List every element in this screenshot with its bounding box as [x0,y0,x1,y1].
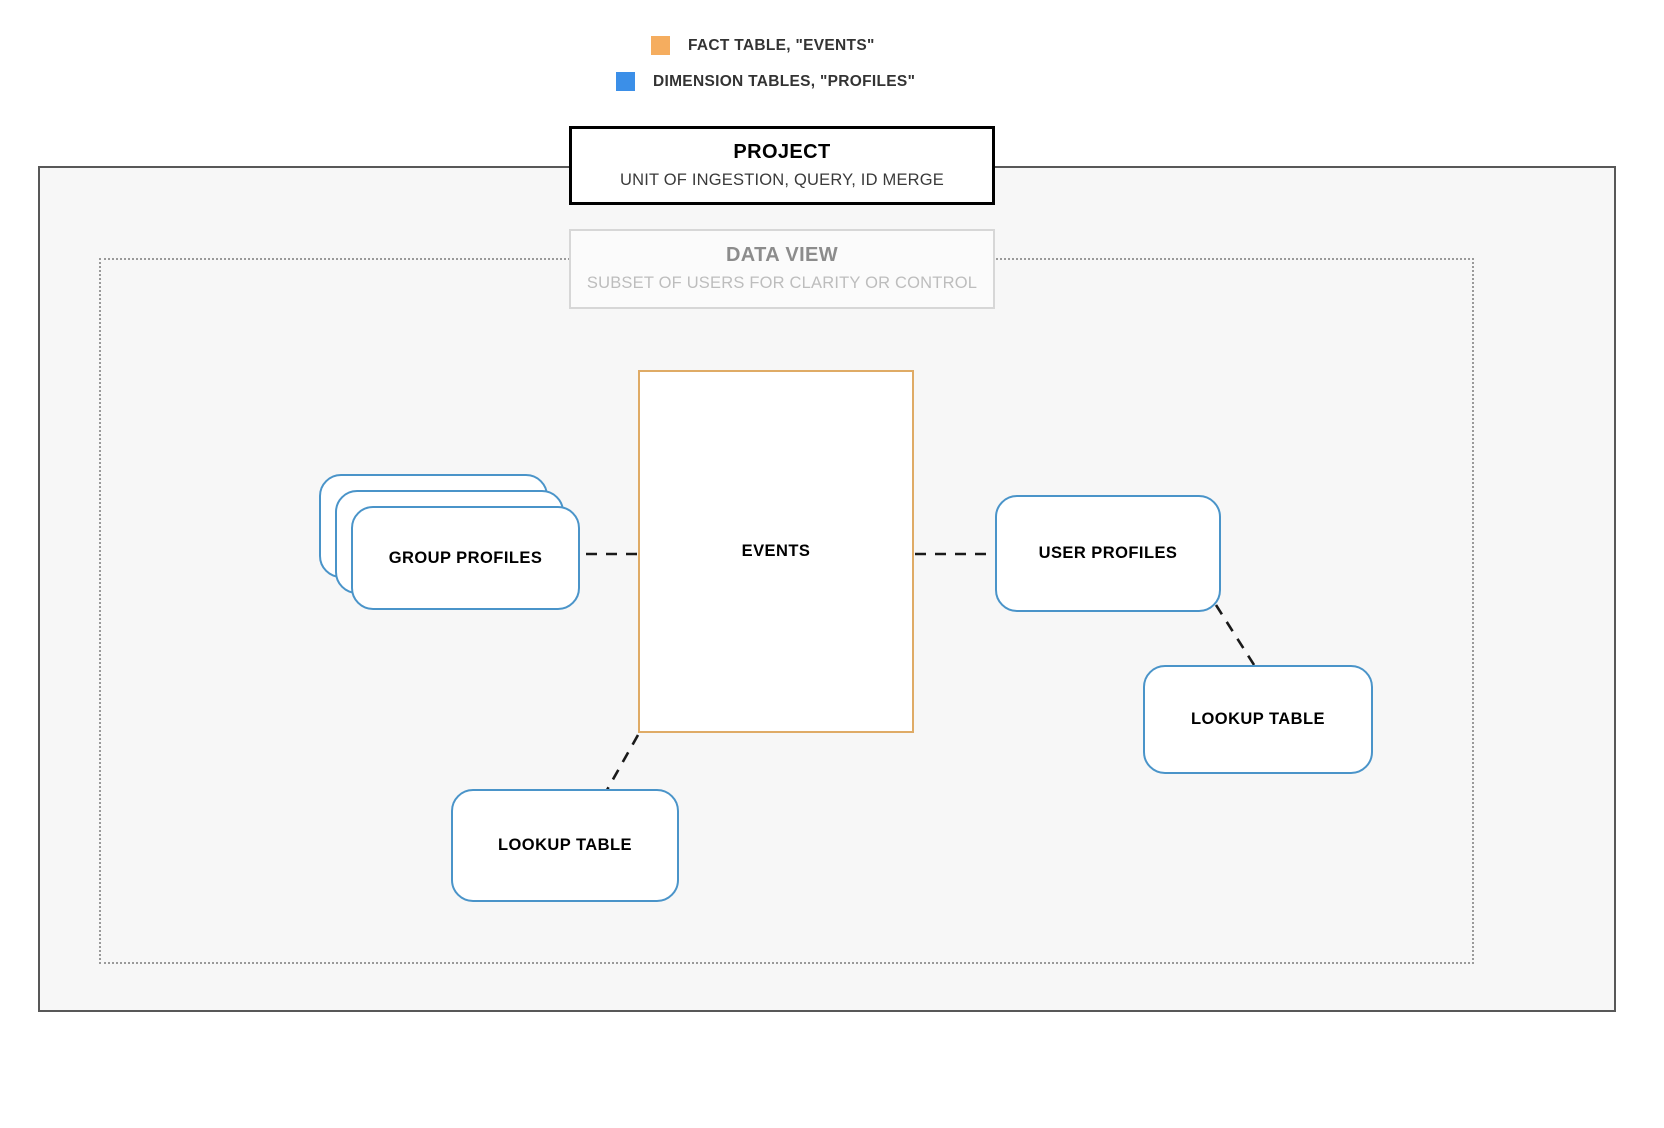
project-header-box: PROJECT UNIT OF INGESTION, QUERY, ID MER… [569,126,995,205]
legend-label-dimension-tables: DIMENSION TABLES, "PROFILES" [653,72,916,90]
square-swatch-icon [616,72,635,91]
node-label-user-profiles: USER PROFILES [1038,544,1178,562]
node-label-lookup-table-right: LOOKUP TABLE [1190,710,1326,728]
data-view-subtitle: SUBSET OF USERS FOR CLARITY OR CONTROL [586,274,978,293]
legend-item-fact-table: FACT TABLE, "EVENTS" [651,36,875,55]
legend-label-fact-table: FACT TABLE, "EVENTS" [688,36,875,54]
node-label-events: EVENTS [741,542,811,560]
legend-item-dimension-tables: DIMENSION TABLES, "PROFILES" [616,72,915,91]
node-group-profiles[interactable]: GROUP PROFILES [319,474,581,611]
group-profiles-stack-card-front[interactable]: GROUP PROFILES [351,506,580,610]
project-title: PROJECT [733,140,831,163]
project-subtitle: UNIT OF INGESTION, QUERY, ID MERGE [619,170,944,189]
node-lookup-table-right[interactable]: LOOKUP TABLE [1143,665,1373,774]
node-events[interactable]: EVENTS [638,370,914,733]
node-lookup-table-left[interactable]: LOOKUP TABLE [451,789,679,902]
square-swatch-icon [651,36,670,55]
node-label-group-profiles: GROUP PROFILES [388,548,543,567]
node-user-profiles[interactable]: USER PROFILES [995,495,1221,612]
data-view-header-box: DATA VIEW SUBSET OF USERS FOR CLARITY OR… [569,229,995,309]
data-view-title: DATA VIEW [725,244,839,267]
node-label-lookup-table-left: LOOKUP TABLE [497,836,633,854]
